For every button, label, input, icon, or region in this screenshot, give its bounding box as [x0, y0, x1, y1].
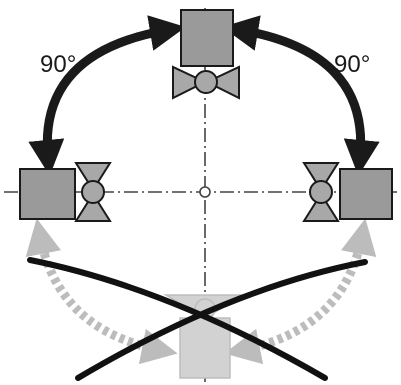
device-left	[20, 163, 110, 221]
center-point	[200, 187, 210, 197]
device-top	[173, 10, 239, 98]
device-right	[304, 163, 392, 221]
arrow-left-90	[47, 30, 168, 158]
device-right-box	[340, 169, 392, 219]
device-left-box	[20, 169, 75, 219]
arrow-right-90	[240, 30, 361, 158]
angle-label-left: 90°	[40, 51, 76, 78]
device-top-box	[181, 10, 233, 66]
angle-label-right: 90°	[334, 51, 370, 78]
